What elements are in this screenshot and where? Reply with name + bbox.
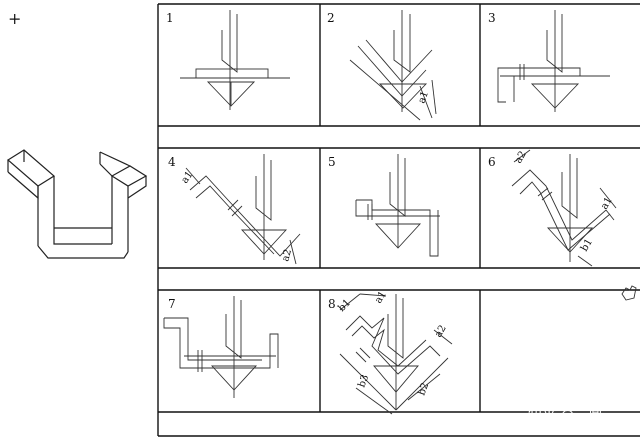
dim-a2: a2 xyxy=(513,149,529,165)
grid-frame xyxy=(157,3,640,437)
watermark: 知乎 @云鼎 xyxy=(528,407,602,424)
dim-a1: a1 xyxy=(373,289,389,305)
dim-a1: a1 xyxy=(179,169,195,185)
hand-cursor-icon xyxy=(621,285,637,301)
step-1-panel: 1 xyxy=(166,10,290,110)
step-4-panel: 4 a1 a2 xyxy=(168,154,301,265)
dim-b3: b3 xyxy=(356,373,371,389)
dim-b2: b2 xyxy=(416,381,431,397)
step-2-label: 2 xyxy=(327,11,335,25)
step-1-label: 1 xyxy=(166,11,174,25)
dim-a2: a2 xyxy=(433,323,449,339)
dim-a2: a2 xyxy=(280,248,294,263)
step-3-label: 3 xyxy=(488,11,496,25)
step-6-panel: 6 a2 a1 b1 xyxy=(488,149,617,267)
step-5-panel: 5 xyxy=(328,154,440,257)
step-7-label: 7 xyxy=(168,297,176,311)
dim-b1: b1 xyxy=(336,297,353,314)
step-5-label: 5 xyxy=(328,155,336,169)
step-3-panel: 3 xyxy=(488,10,610,112)
step-7-panel: 7 xyxy=(163,296,279,398)
dim-a1: a1 xyxy=(416,90,431,105)
channel-part-3d xyxy=(6,149,148,259)
dim-a1: a1 xyxy=(599,195,615,211)
crosshair-mark: + xyxy=(8,9,21,28)
step-2-panel: 2 a1 xyxy=(327,10,437,121)
step-8-panel: 8 b1 a1 a2 b3 b2 xyxy=(328,289,453,415)
step-8-label: 8 xyxy=(328,297,336,311)
step-6-label: 6 xyxy=(488,155,496,169)
step-4-label: 4 xyxy=(168,155,176,169)
